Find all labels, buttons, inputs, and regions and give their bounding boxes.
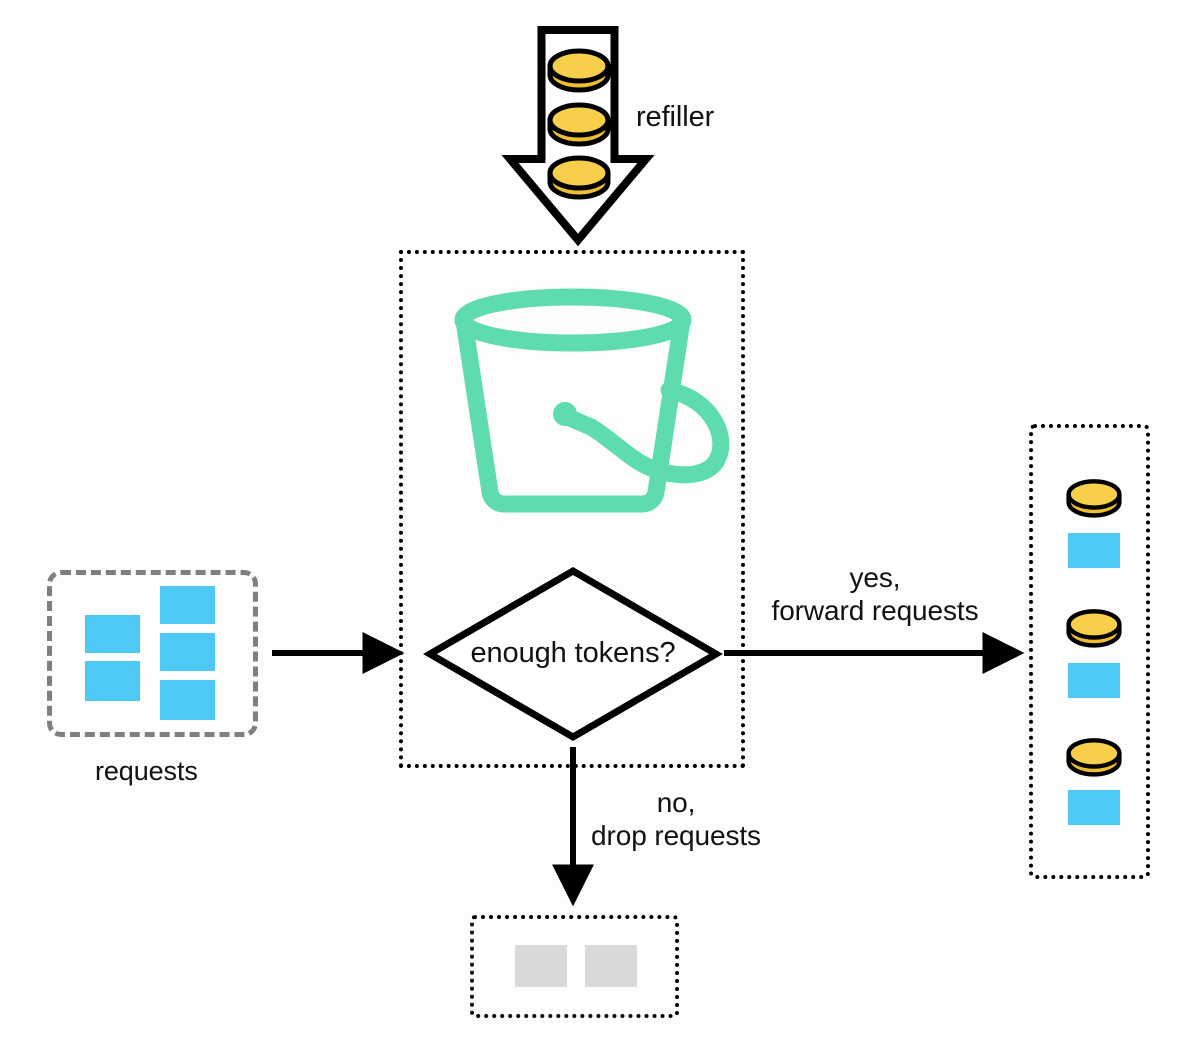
forwarded-token — [1066, 738, 1122, 777]
refiller-label: refiller — [636, 101, 715, 133]
no-branch-label: no, drop requests — [591, 787, 761, 851]
dropped-request-tile — [515, 945, 567, 987]
refiller-token-3 — [547, 155, 611, 200]
request-tile — [160, 680, 215, 720]
yes-branch-label: yes, forward requests — [771, 562, 979, 626]
dropped-zone — [470, 915, 679, 1018]
forwarded-request-tile — [1068, 533, 1120, 568]
dropped-request-tile — [585, 945, 637, 987]
request-tile — [85, 615, 140, 653]
request-tile — [160, 586, 215, 624]
forwarded-zone — [1029, 424, 1150, 879]
decision-diamond — [423, 566, 723, 742]
requests-zone — [47, 570, 258, 737]
bucket-icon — [454, 288, 730, 513]
forwarded-request-tile — [1068, 663, 1120, 698]
refiller-token-1 — [547, 48, 611, 93]
requests-label: requests — [95, 756, 198, 786]
refiller-token-2 — [547, 102, 611, 147]
forwarded-token — [1066, 479, 1122, 518]
request-tile — [160, 633, 215, 671]
request-tile — [85, 661, 140, 701]
forwarded-request-tile — [1068, 790, 1120, 825]
decision-label: enough tokens? — [470, 637, 676, 669]
forwarded-token — [1066, 609, 1122, 648]
